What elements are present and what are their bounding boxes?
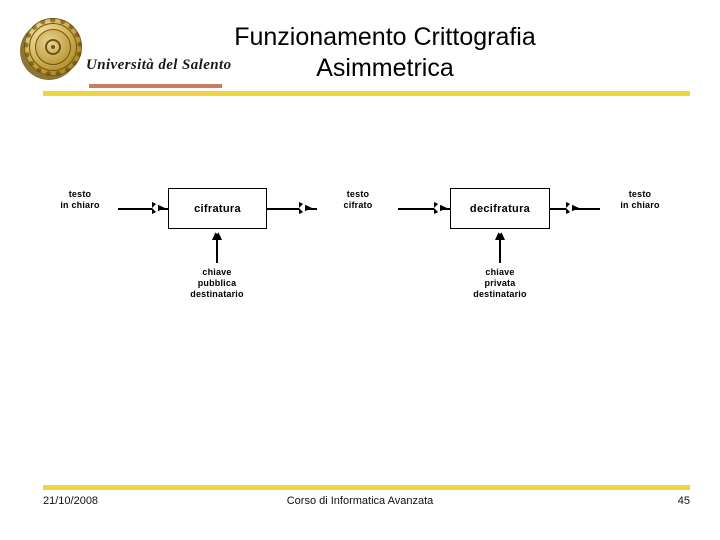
edge-decrypt-to-plaintext-barb [566,202,572,214]
edge-encrypt-to-ciphertext-line [267,208,317,210]
edge-privatekey-to-decrypt-barb [495,229,505,234]
edge-ciphertext-to-decrypt-line [398,208,450,210]
slide-footer: 21/10/2008 Corso di Informatica Avanzata… [0,495,720,519]
seal-ring-outer [29,23,77,71]
edge-plaintext-to-encrypt-line [118,208,168,210]
footer-date: 21/10/2008 [43,495,99,507]
edge-ciphertext-to-decrypt-barb [434,202,440,214]
university-seal-icon [20,18,86,84]
footer-page-number: 45 [677,495,690,507]
university-name-underline [89,84,222,88]
edge-privatekey-to-decrypt-arrowhead [495,229,505,240]
slide-header: Università del Salento Funzionamento Cri… [0,0,720,100]
seal-center-emblem [45,39,61,55]
edge-publickey-to-encrypt-arrowhead [212,229,222,240]
diagram-node-ciphertext: testo cifrato [343,189,373,210]
edge-plaintext-to-encrypt-barb [152,202,158,214]
footer-divider [43,485,690,490]
header-divider [43,91,690,96]
diagram-node-public-key: chiave pubblica destinatario [190,267,244,299]
edge-encrypt-to-ciphertext-barb [299,202,305,214]
diagram-node-encrypt: cifratura [168,188,267,229]
footer-course-title: Corso di Informatica Avanzata [286,495,434,507]
diagram-node-decrypt: decifratura [450,188,550,229]
diagram-node-plaintext-in: testo in chiaro [60,189,100,210]
edge-publickey-to-encrypt-barb [212,229,222,234]
edge-privatekey-to-decrypt-line [499,230,501,263]
seal-inscription-ring [24,18,82,76]
page-title: Funzionamento Crittografia Asimmetrica [234,23,536,82]
edge-publickey-to-encrypt-line [216,230,218,263]
university-name: Università del Salento [86,57,232,73]
crypto-flow-diagram: testo in chiaro cifratura testo cifrato … [0,150,720,350]
diagram-node-plaintext-out: testo in chiaro [620,189,660,210]
diagram-node-private-key: chiave privata destinatario [473,267,527,299]
